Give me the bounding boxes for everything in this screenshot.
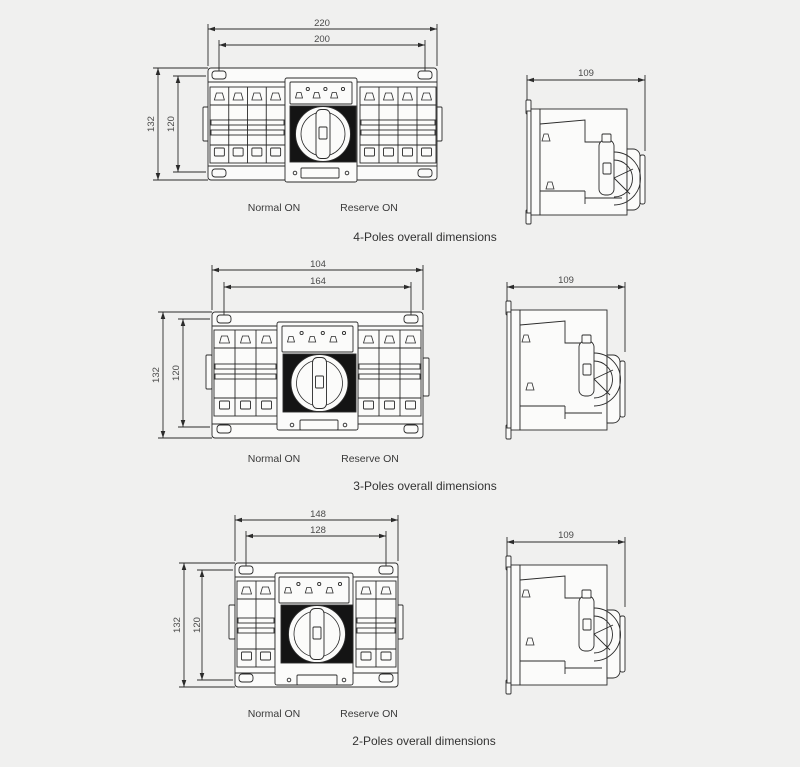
dim-label-outer-height: 132 [172, 617, 183, 633]
dim-label-mounting-width: 128 [310, 525, 326, 536]
reserve-on-label: Reserve ON [340, 708, 398, 720]
section-caption: 2-Poles overall dimensions [352, 734, 495, 748]
dim-label-mounting-width: 200 [314, 34, 330, 45]
dim-label-outer-height: 132 [151, 367, 162, 383]
side-view-2-poles [505, 537, 626, 695]
reserve-on-label: Reserve ON [340, 202, 398, 214]
side-view-3-poles [505, 282, 626, 440]
dim-label-depth: 109 [578, 68, 594, 79]
dim-label-depth: 109 [558, 275, 574, 286]
normal-on-label: Normal ON [248, 708, 301, 720]
dim-label-outer-width: 220 [314, 18, 330, 29]
side-view-4-poles [525, 75, 646, 225]
reserve-on-label: Reserve ON [341, 453, 399, 465]
dim-label-mounting-height: 120 [192, 617, 203, 633]
normal-on-label: Normal ON [248, 202, 301, 214]
normal-on-label: Normal ON [248, 453, 301, 465]
dim-label-mounting-height: 120 [171, 365, 182, 381]
section-caption: 3-Poles overall dimensions [353, 479, 496, 493]
dim-label-depth: 109 [558, 530, 574, 541]
dim-label-outer-width: 148 [310, 509, 326, 520]
front-view-2-poles [179, 515, 404, 688]
dim-label-outer-height: 132 [146, 116, 157, 132]
dim-label-mounting-height: 120 [166, 116, 177, 132]
dim-label-outer-width: 104 [310, 259, 326, 270]
section-caption: 4-Poles overall dimensions [353, 230, 496, 244]
dim-label-mounting-width: 164 [310, 276, 326, 287]
front-view-3-poles [158, 265, 430, 439]
front-view-4-poles [153, 24, 443, 183]
